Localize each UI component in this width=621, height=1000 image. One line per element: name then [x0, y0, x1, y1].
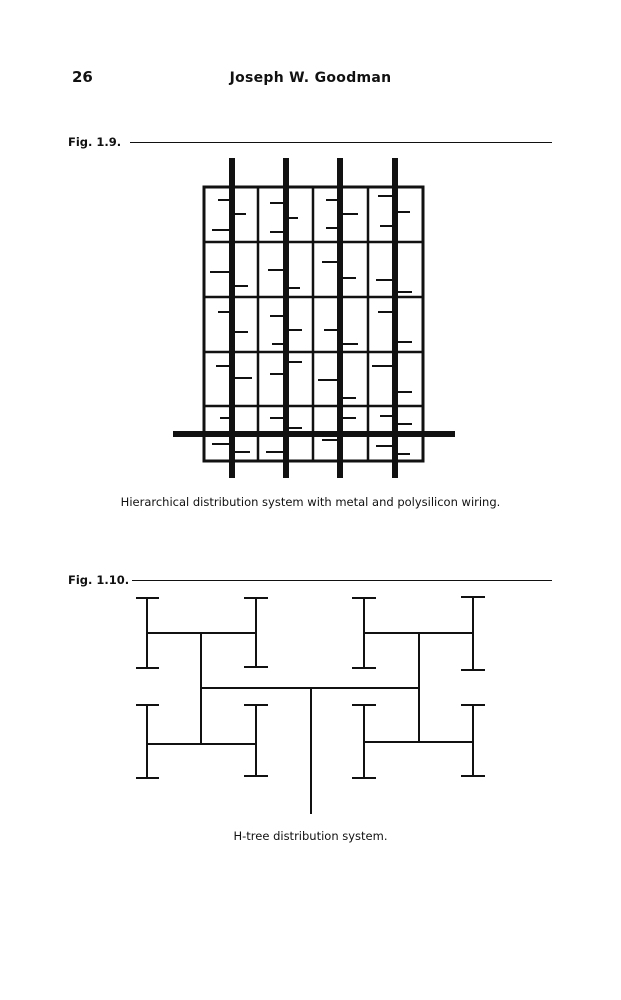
- grid-vertical-lines: [256, 187, 370, 461]
- figure-1-10-caption: H-tree distribution system.: [233, 829, 388, 843]
- grid-stub-lines: [210, 195, 412, 455]
- page-number: 26: [72, 68, 93, 86]
- metal-vertical-buses: [229, 158, 398, 478]
- grid-horizontal-lines: [204, 240, 423, 408]
- figure-1-9-caption: Hierarchical distribution system with me…: [120, 495, 501, 509]
- running-head-author: Joseph W. Goodman: [229, 70, 392, 86]
- figure-1-9-label: Fig. 1.9.: [68, 135, 122, 149]
- figure-1-9-rule: [130, 142, 552, 143]
- figure-1-9-diagram: [173, 158, 455, 478]
- figure-1-10-rule: [132, 580, 552, 581]
- htree-leaves: [136, 596, 485, 779]
- figure-1-10-label: Fig. 1.10.: [68, 573, 130, 587]
- figure-1-10-diagram: [136, 596, 485, 814]
